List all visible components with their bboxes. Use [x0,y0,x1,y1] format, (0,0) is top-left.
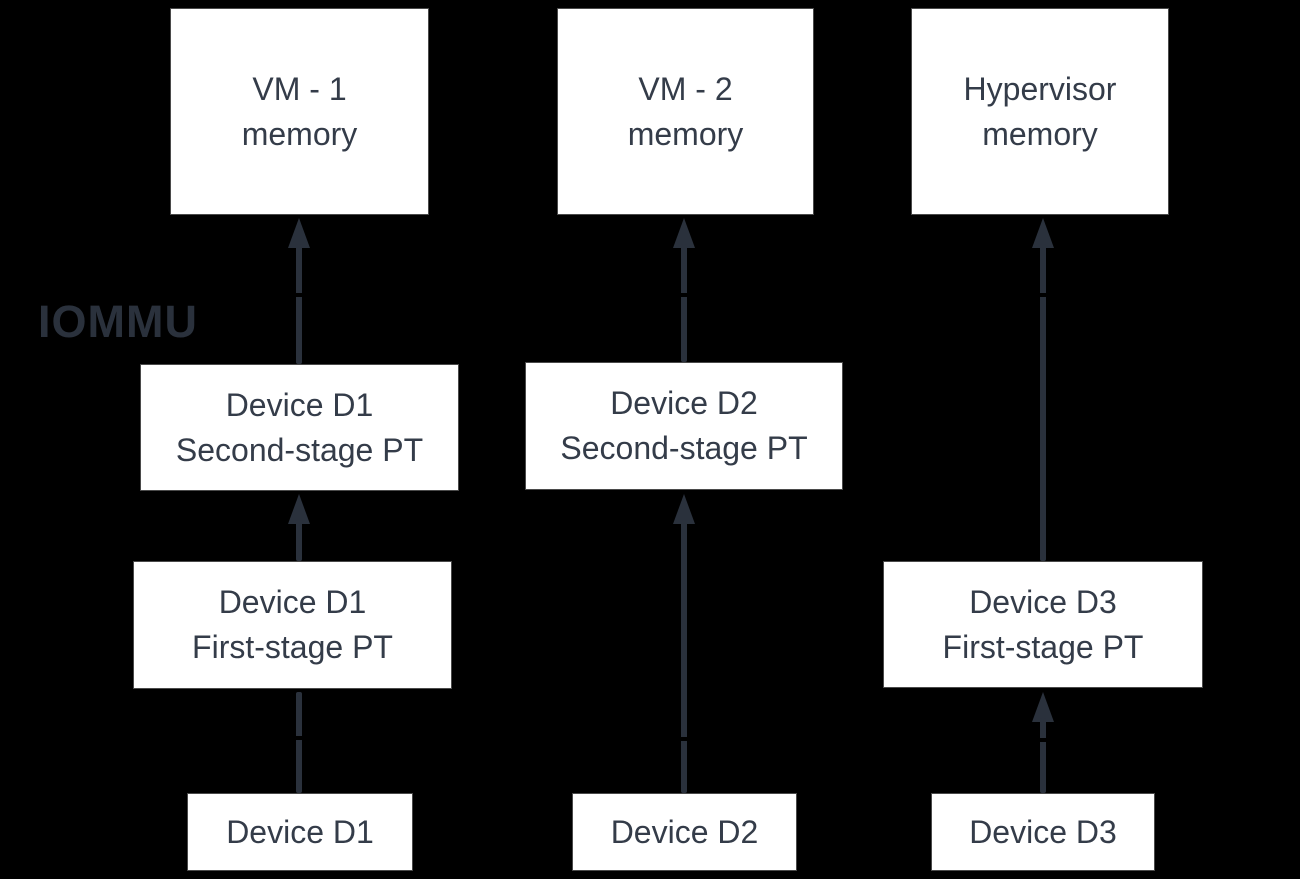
node-label-line: Device D1 [225,386,374,423]
node-label-line: VM - 1 [252,70,347,107]
node-label-line: Device D2 [610,813,759,850]
connector-d1fs-to-d1ss [288,494,310,561]
connector-d1ss-to-vm1 [288,218,310,364]
node-label-line: Hypervisor [963,70,1117,107]
node-vm2-memory: VM - 2 memory [557,8,814,215]
connector-d2ss-to-vm2 [673,218,695,362]
node-device-d2: Device D2 [572,793,797,871]
node-hypervisor-memory: Hypervisor memory [911,8,1169,215]
connector-d2-to-d2ss [673,494,695,793]
connector-d3fs-to-hypervisor [1032,218,1054,561]
arrowhead-up-icon [673,494,695,524]
node-label-line: memory [241,115,358,152]
arrowhead-up-icon [288,494,310,524]
node-vm1-memory: VM - 1 memory [170,8,429,215]
node-d2-second-stage-pt: Device D2 Second-stage PT [525,362,843,490]
node-label-line: Device D1 [218,584,367,621]
node-label-line: Device D2 [610,385,758,422]
node-label-line: memory [982,115,1098,152]
connector-d1-to-d1fs [288,692,310,793]
node-label-line: Second-stage PT [560,430,808,466]
node-d1-first-stage-pt: Device D1 First-stage PT [133,561,452,689]
node-label-line: memory [627,115,744,152]
node-label-line: Device D3 [969,813,1117,850]
node-device-d3: Device D3 [931,793,1155,871]
iommu-region-label: IOMMU [38,296,198,347]
node-label-line: Second-stage PT [175,431,424,468]
node-d3-first-stage-pt: Device D3 First-stage PT [883,561,1203,688]
arrowhead-up-icon [673,218,695,248]
arrowhead-up-icon [1032,692,1054,722]
node-label-line: First-stage PT [192,629,393,665]
node-label-line: Device D3 [969,583,1117,620]
connector-d3-to-d3fs [1032,692,1054,793]
arrowhead-up-icon [1032,218,1054,248]
node-device-d1: Device D1 [187,793,413,871]
arrowhead-up-icon [288,218,310,248]
node-label-line: First-stage PT [942,628,1144,665]
node-d1-second-stage-pt: Device D1 Second-stage PT [140,364,459,491]
node-label-line: VM - 2 [638,70,733,107]
node-label-line: Device D1 [226,813,374,850]
